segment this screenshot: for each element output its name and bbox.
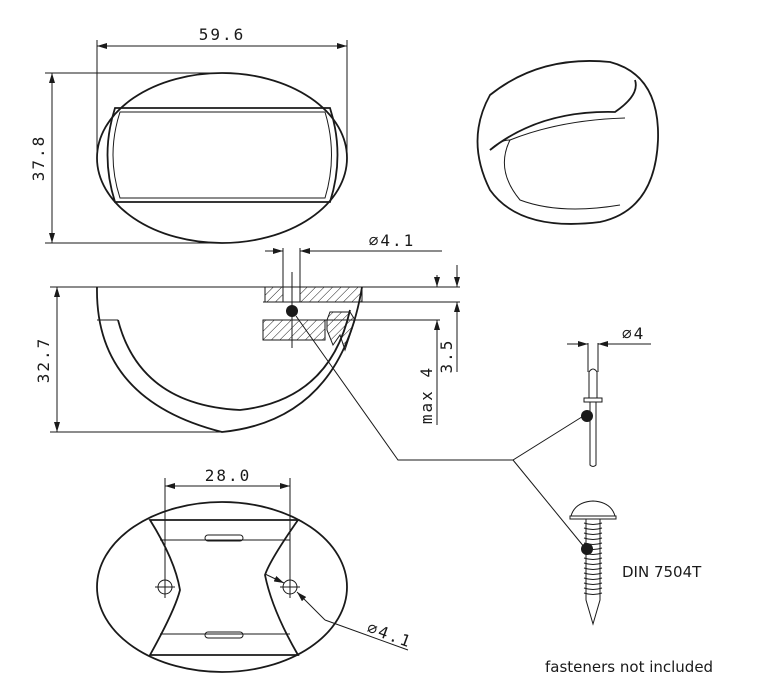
bottom-view: 28.0 ∅4.1 [96,466,415,673]
front-view: 59.6 37.8 [29,25,348,244]
screw-thread [583,592,603,595]
rivet-illustration: ∅4 [567,324,651,467]
screw-thread [583,562,603,565]
height-dimension: 37.8 [29,135,48,182]
bottom-hole-diameter: ∅4.1 [365,618,415,652]
screw-thread [583,537,603,540]
screw-thread [583,587,603,590]
max-thickness-dimension: max 4 [417,366,436,424]
side-view: 32.7 [34,286,460,433]
section-detail: ∅4.1 max 4 3.5 [262,231,460,425]
section-hole-diameter: ∅4.1 [369,231,416,250]
perspective-view [476,60,659,225]
width-dimension: 59.6 [199,25,246,44]
depth-dimension: 32.7 [34,337,53,384]
screw-thread [583,557,603,560]
screw-thread [583,532,603,535]
screw-thread [583,582,603,585]
screw-thread [583,527,603,530]
screw-thread [583,567,603,570]
screw-thread [583,577,603,580]
screw-thread [583,522,603,525]
screw-standard-label: DIN 7504T [622,563,702,581]
hole-spacing-dimension: 28.0 [205,466,252,485]
rivet-diameter: ∅4 [622,324,645,343]
fasteners-note: fasteners not included [545,658,713,676]
leader-lines [295,315,586,549]
screw-illustration: DIN 7504T [569,500,702,626]
min-thickness-dimension: 3.5 [437,339,456,374]
screw-thread [583,572,603,575]
